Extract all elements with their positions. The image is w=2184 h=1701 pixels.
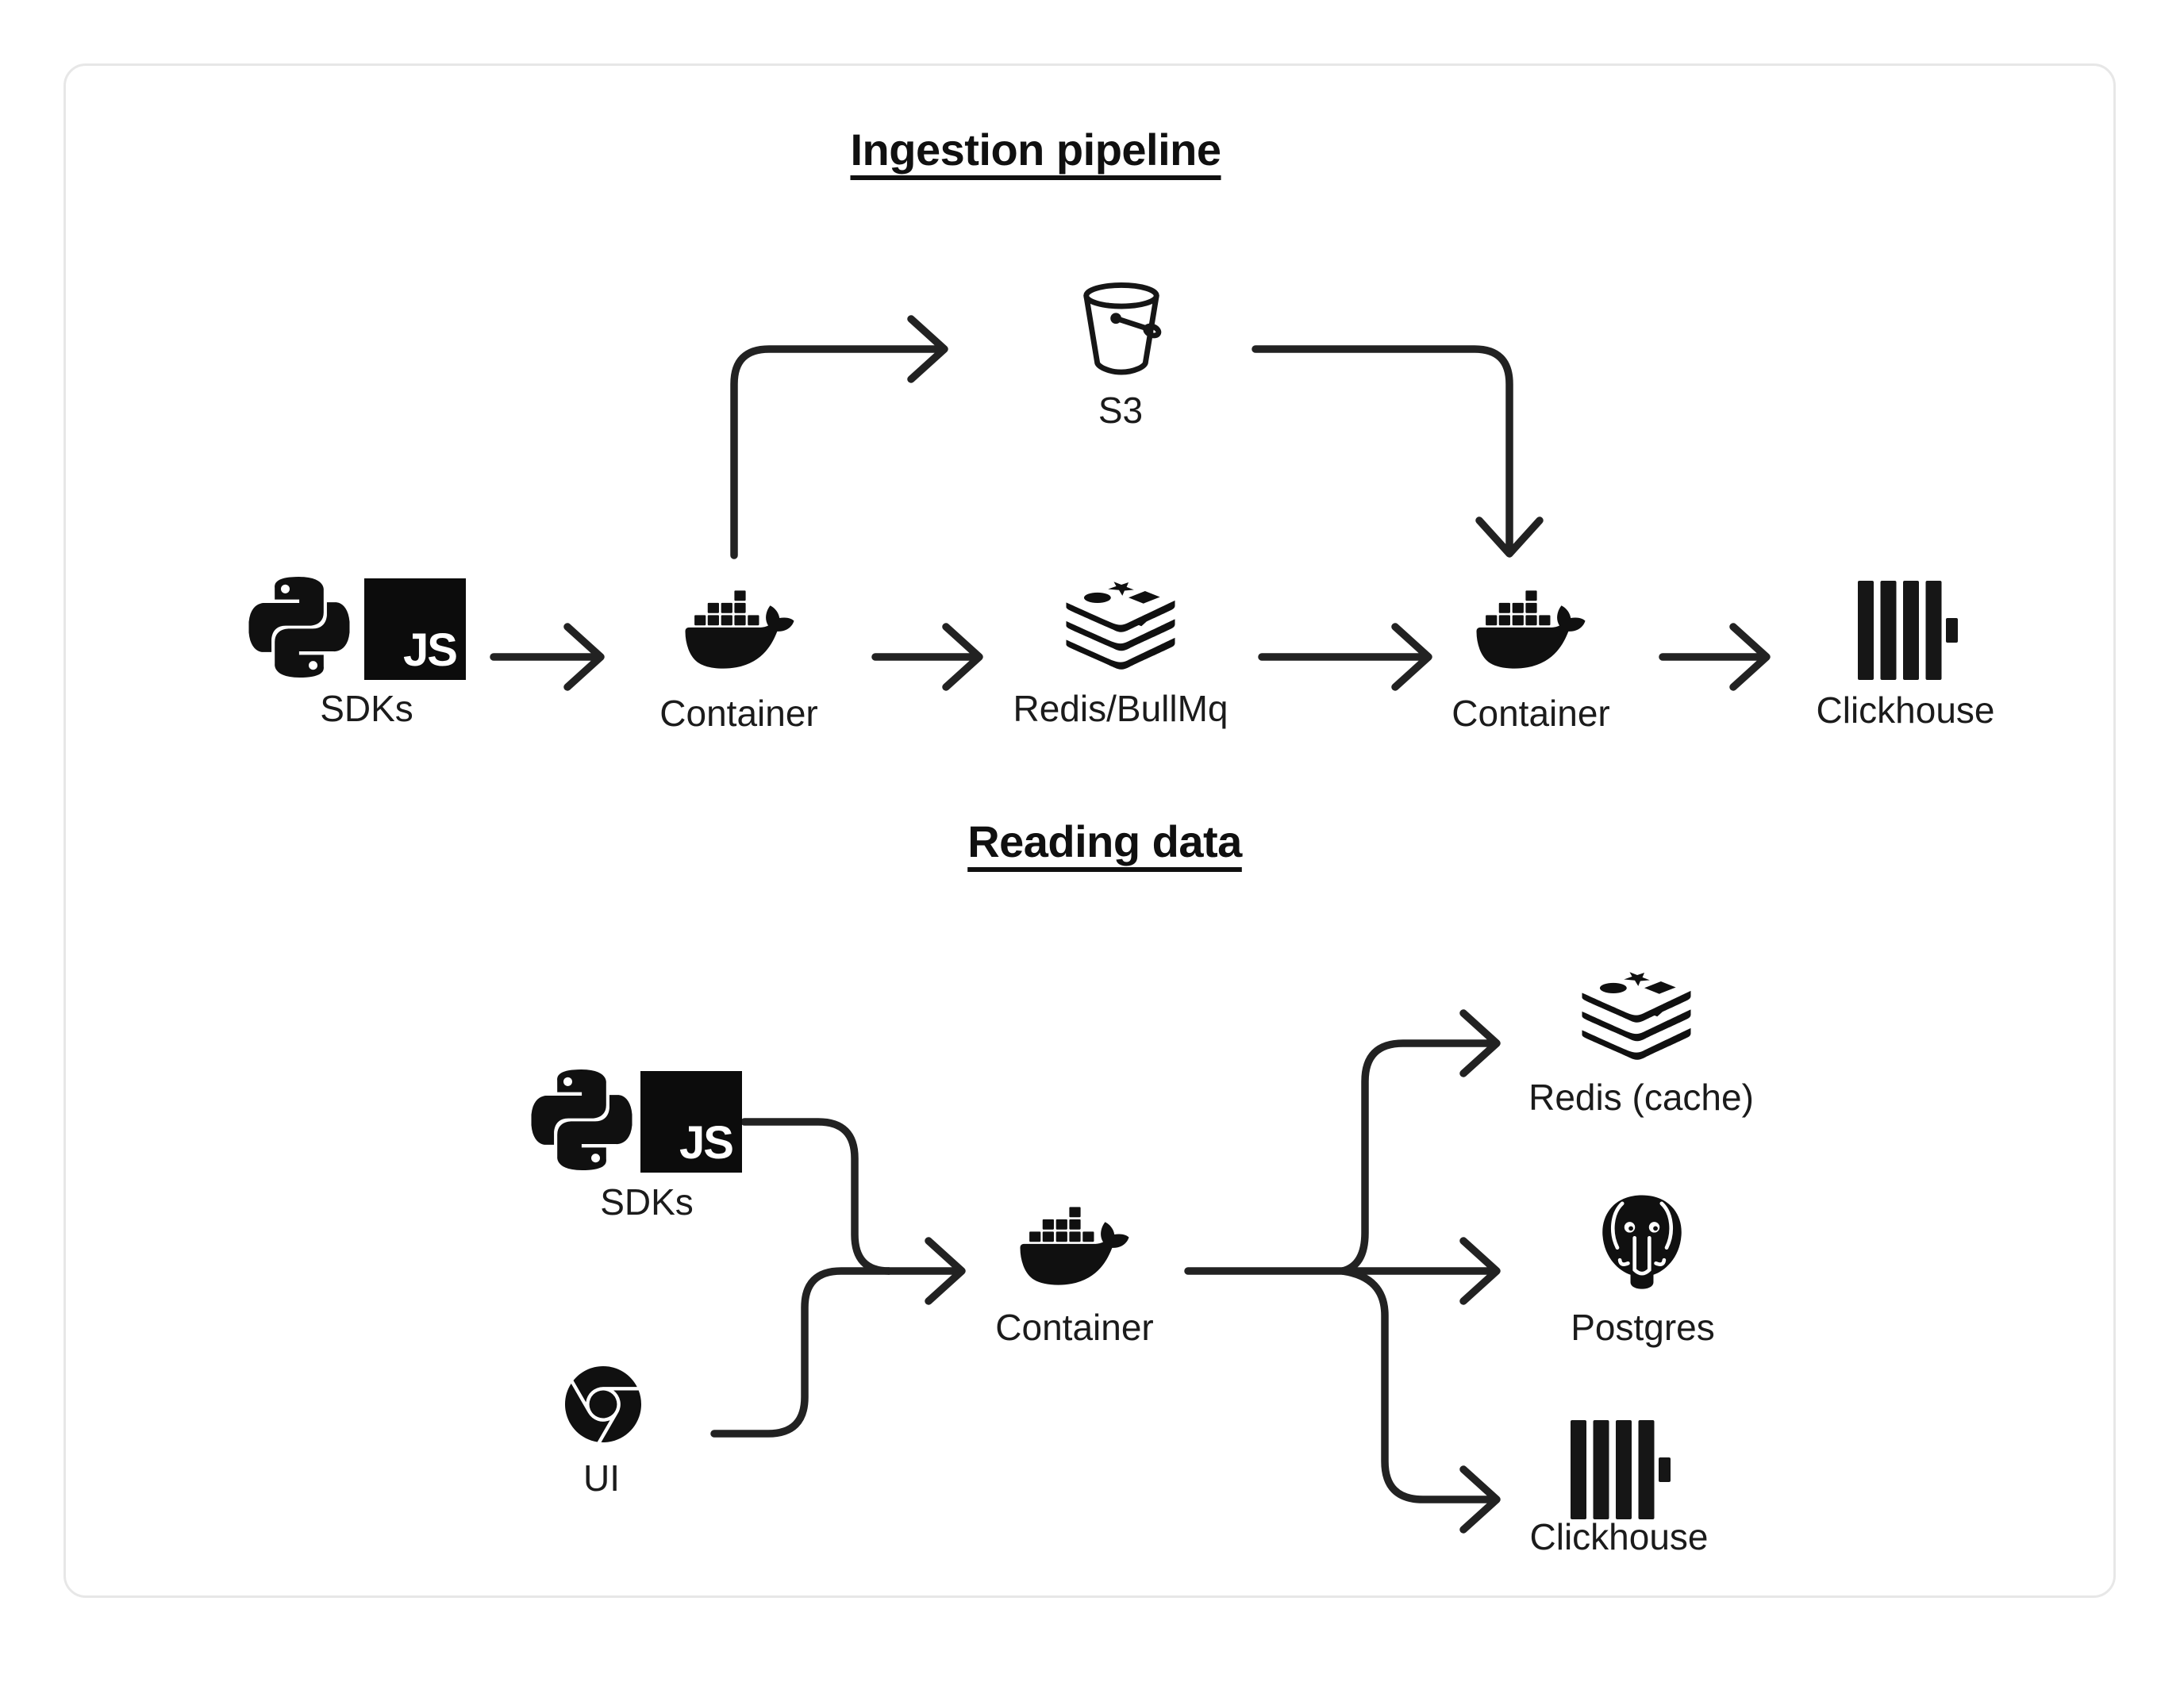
node-label-ui: UI [583,1457,620,1499]
clickhouse-icon [1858,581,1958,680]
node-label-clickhouse-2: Clickhouse [1529,1516,1709,1557]
s3-bucket-icon [1075,279,1168,381]
javascript-icon-text: JS [679,1117,734,1169]
node-label-sdks-2: SDKs [600,1181,694,1223]
node-label-container-read: Container [995,1307,1154,1348]
node-label-postgres: Postgres [1571,1307,1715,1348]
javascript-icon-text: JS [403,624,458,676]
clickhouse-icon [1571,1420,1671,1519]
python-icon [249,577,350,678]
node-label-container-out: Container [1452,693,1610,734]
python-icon [532,1069,633,1170]
docker-icon [1477,575,1586,684]
node-label-redis-cache: Redis (cache) [1528,1077,1754,1118]
section-title-ingestion: Ingestion pipeline [850,125,1221,175]
node-label-queue: Redis/BullMq [1013,688,1228,729]
redis-icon [1582,960,1691,1069]
javascript-icon: JS [640,1071,742,1173]
docker-icon [1021,1192,1129,1300]
node-label-container-in: Container [659,693,818,734]
section-title-reading: Reading data [967,816,1242,866]
redis-icon [1067,570,1175,678]
node-label-s3: S3 [1098,390,1144,431]
docker-icon [686,575,794,684]
chrome-icon [565,1366,641,1442]
javascript-icon: JS [364,578,466,680]
node-label-sdks: SDKs [320,688,413,729]
node-label-clickhouse: Clickhouse [1816,689,1995,731]
postgres-icon [1593,1190,1691,1297]
